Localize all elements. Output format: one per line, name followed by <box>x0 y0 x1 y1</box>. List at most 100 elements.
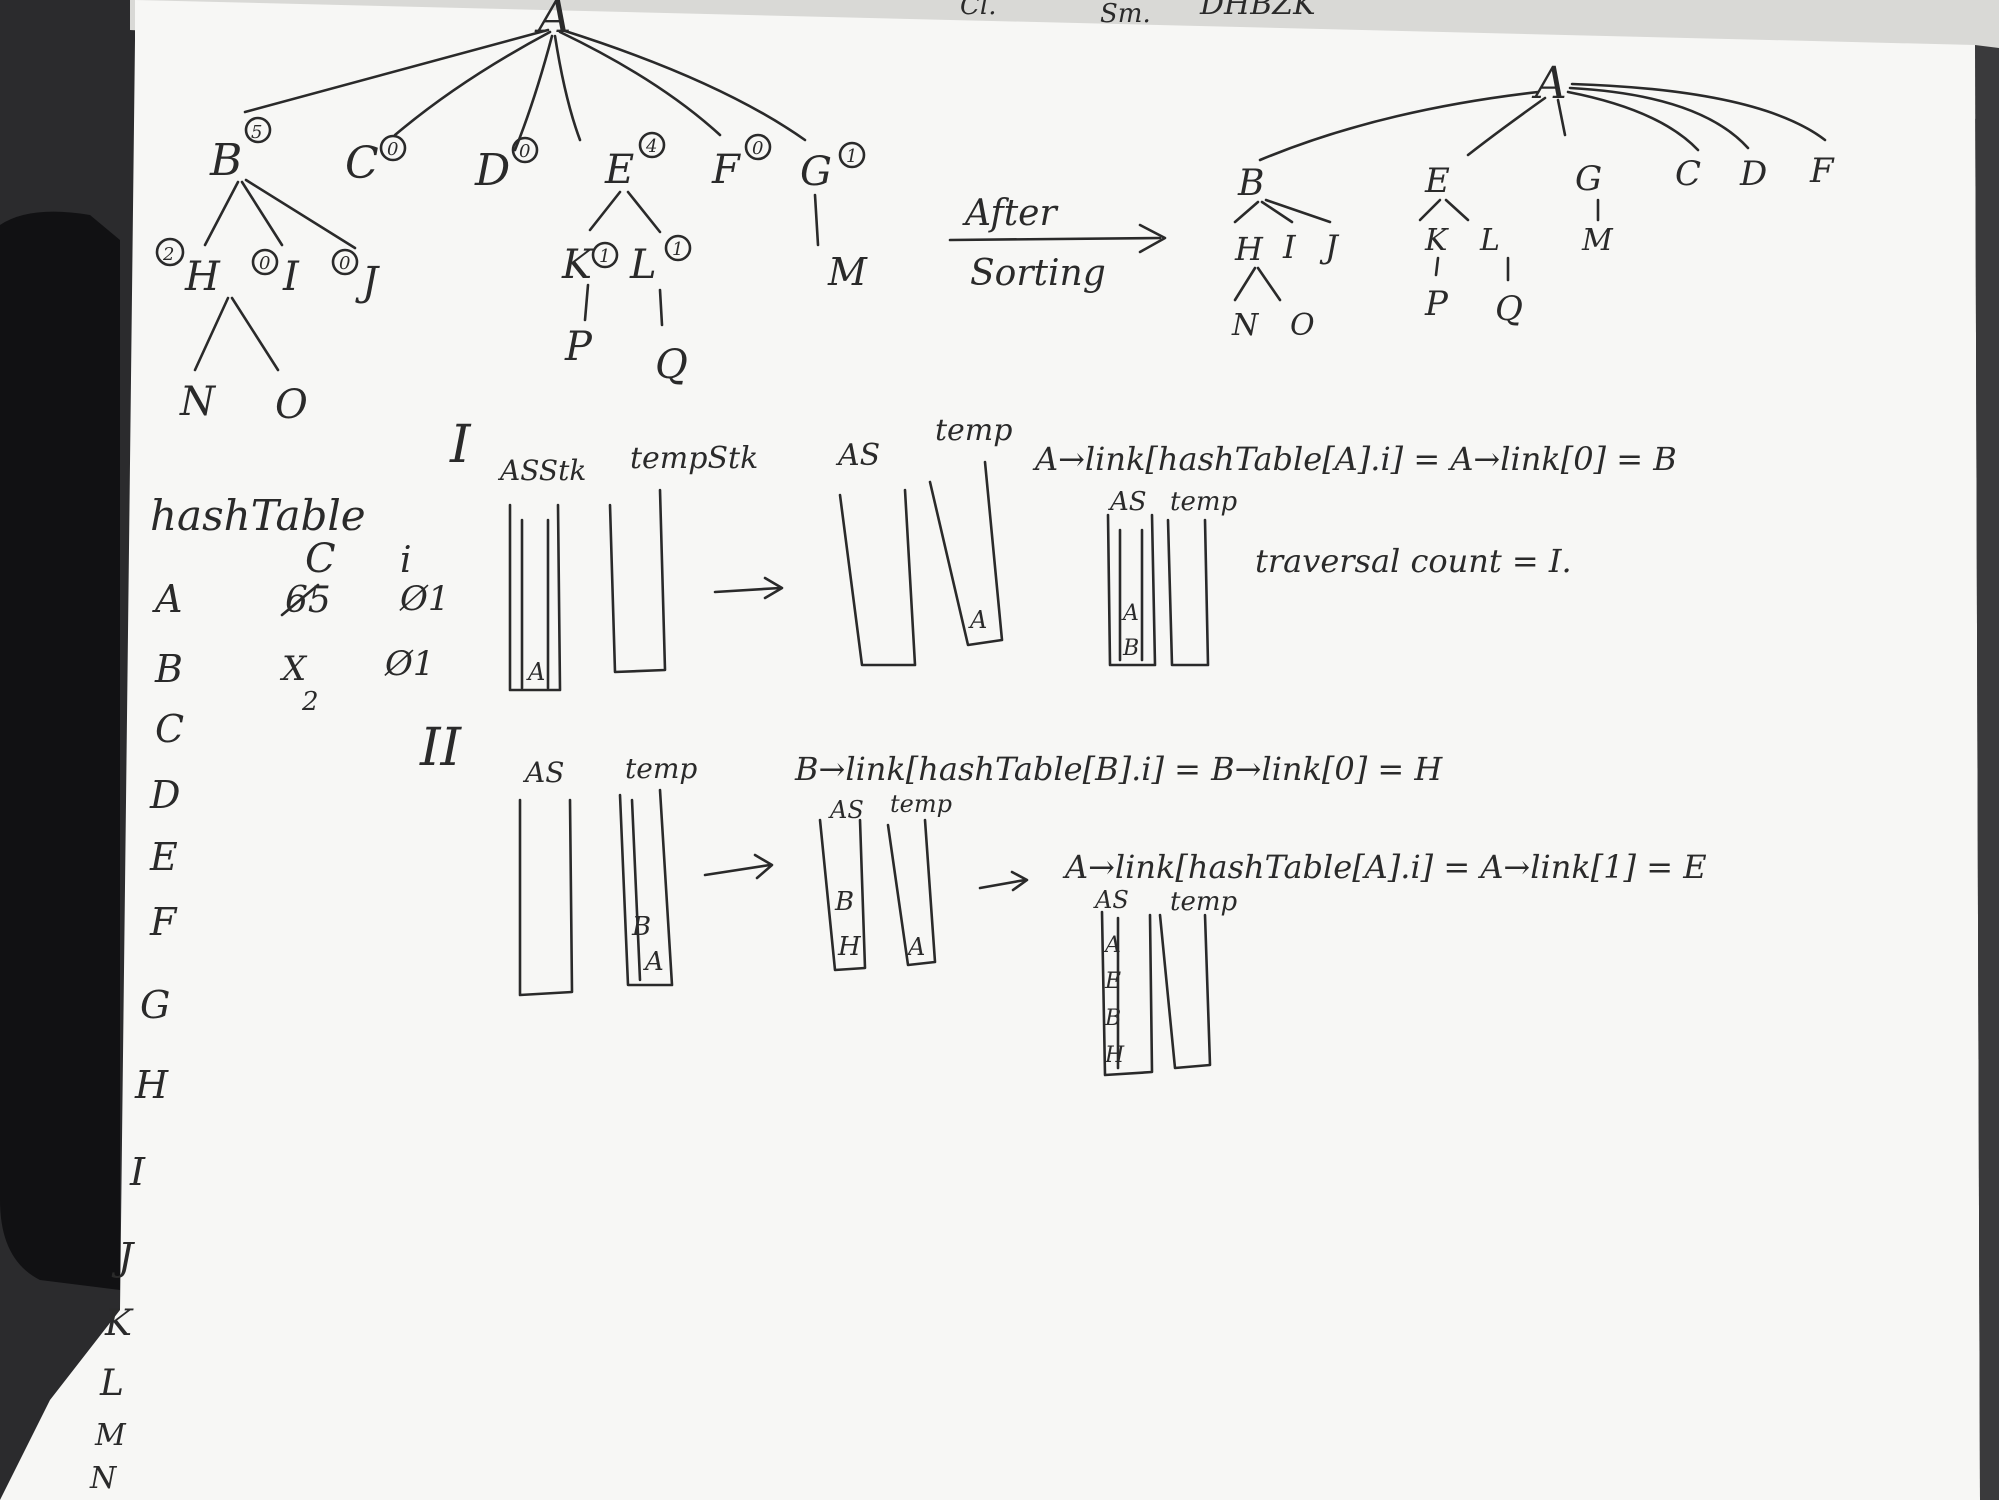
step-1-after2-as-stack <box>1106 513 1157 667</box>
step-2-formula-2: A→link[hashTable[A].i] = A→link[1] = E <box>1062 848 1707 886</box>
edge-e-k <box>588 190 622 232</box>
paper-edge-shadow <box>1975 45 1999 1500</box>
node-p: P <box>564 324 593 370</box>
edge-k-p <box>583 283 590 322</box>
step-1-stack2-label: tempStk <box>630 441 758 476</box>
step-2-arrow-2-head <box>1010 870 1029 892</box>
node2-n: N <box>1231 308 1260 343</box>
count-circle-k <box>591 241 619 269</box>
step-2: II AS temp B A B→link[hashTable[B].i] = … <box>419 718 1707 1077</box>
step-1-stack1-item-a: A <box>526 658 545 686</box>
count-circle-g <box>838 141 866 169</box>
step-1-stack1 <box>508 503 562 692</box>
node2-i: I <box>1282 228 1297 266</box>
node-k: K <box>561 242 594 288</box>
step-2-after1-as-item-b: B <box>834 887 854 917</box>
row-a-index: Ø1 <box>399 579 450 619</box>
step-2-as-label: AS <box>522 756 564 789</box>
count-circle-j <box>331 248 359 276</box>
node2-m: M <box>1581 223 1614 258</box>
step-1-after1-temp-label: temp <box>935 413 1012 448</box>
node2-f: F <box>1809 151 1835 191</box>
step-1-after2-temp-stack <box>1166 518 1210 667</box>
edge-a-f <box>558 30 722 137</box>
node-g: G <box>800 149 832 195</box>
node-h: H <box>184 254 221 300</box>
node-m: M <box>827 250 868 294</box>
count-d: 0 <box>519 141 530 162</box>
edge-b-h <box>203 180 240 247</box>
count-l: 1 <box>672 239 683 260</box>
step-2-temp-inner <box>630 798 642 982</box>
edge-l-q <box>658 288 664 327</box>
step-2-after2-temp-label: temp <box>1170 887 1237 917</box>
step-2-numeral: II <box>419 718 463 778</box>
scribble-2: Sm. <box>1100 0 1151 29</box>
tree-after-root: A <box>1531 58 1567 109</box>
step-2-temp-item-b: B <box>631 912 651 942</box>
edge2-b-h <box>1233 200 1260 224</box>
row-label-a: A <box>152 577 182 621</box>
step-2-arrow-2 <box>978 878 1027 890</box>
step-1-traversal-count: traversal count = I. <box>1255 542 1572 580</box>
step-1-formula: A→link[hashTable[A].i] = A→link[0] = B <box>1032 440 1677 478</box>
node-f: F <box>711 147 741 193</box>
count-circle-c <box>379 134 407 162</box>
step-2-after1-temp-label: temp <box>890 790 952 818</box>
edge2-a-f <box>1570 82 1827 142</box>
row-label-m: M <box>94 1418 127 1453</box>
step-1-after2-as-item-b: B <box>1122 636 1139 661</box>
step-1-after2-as-label: AS <box>1108 487 1147 517</box>
step-2-arrow-1 <box>703 863 772 877</box>
step-2-after2-as-item-e: E <box>1104 969 1121 994</box>
step-1-after1-as-stack <box>838 488 917 667</box>
step-2-after1-as-item-h: H <box>837 932 862 962</box>
step-2-as-stack <box>518 798 574 997</box>
node2-q: Q <box>1495 289 1523 329</box>
node-e: E <box>604 147 634 193</box>
arrow-shaft <box>948 236 1162 242</box>
edge2-e-k <box>1418 198 1442 222</box>
step-1-arrow-1-head <box>763 576 784 600</box>
node2-o: O <box>1290 308 1315 343</box>
black-binder <box>0 211 120 1291</box>
edge2-k-p <box>1434 256 1440 277</box>
step-2-formula-1: B→link[hashTable[B].i] = B→link[0] = H <box>794 750 1443 788</box>
edge2-b-i <box>1260 200 1294 224</box>
step-2-after2-as-label: AS <box>1093 886 1129 914</box>
node2-l: L <box>1479 223 1500 258</box>
count-b: 5 <box>251 122 262 143</box>
count-i: 0 <box>259 253 270 274</box>
hash-table-title: hashTable <box>150 491 366 540</box>
node-b: B <box>209 135 242 186</box>
node-o: O <box>275 382 308 428</box>
node-d: D <box>474 145 510 196</box>
node-l: L <box>629 242 657 288</box>
step-1-after1-as-label: AS <box>835 438 880 473</box>
node2-b: B <box>1237 163 1264 204</box>
count-e: 4 <box>645 136 657 157</box>
count-circle-d <box>511 136 539 164</box>
row-label-h: H <box>134 1063 169 1107</box>
step-1-numeral: I <box>449 415 472 475</box>
edge2-e-l <box>1444 198 1470 222</box>
step-1-arrow-1 <box>713 586 782 594</box>
row-label-b: B <box>154 647 183 691</box>
step-1-stack1-inner <box>520 518 550 690</box>
arrow-caption-sorting: Sorting <box>970 253 1106 294</box>
edge-a-e <box>553 34 582 142</box>
node2-g: G <box>1575 159 1602 199</box>
edge-b-i <box>240 180 284 247</box>
count-circle-l <box>664 234 692 262</box>
tree-before-sorting: A B 5 C 0 D 0 E 4 F 0 G 1 2 H 0 I <box>155 0 868 428</box>
row-b-count-new: 2 <box>301 687 319 717</box>
count-j: 0 <box>339 253 350 274</box>
step-1-after2-as-item-a: A <box>1121 601 1139 626</box>
count-circle-e <box>638 131 666 159</box>
step-2-temp-label: temp <box>625 752 697 785</box>
count-circle-h <box>155 237 185 267</box>
row-b-count-old: X <box>279 649 308 689</box>
edge2-a-c <box>1566 90 1700 152</box>
